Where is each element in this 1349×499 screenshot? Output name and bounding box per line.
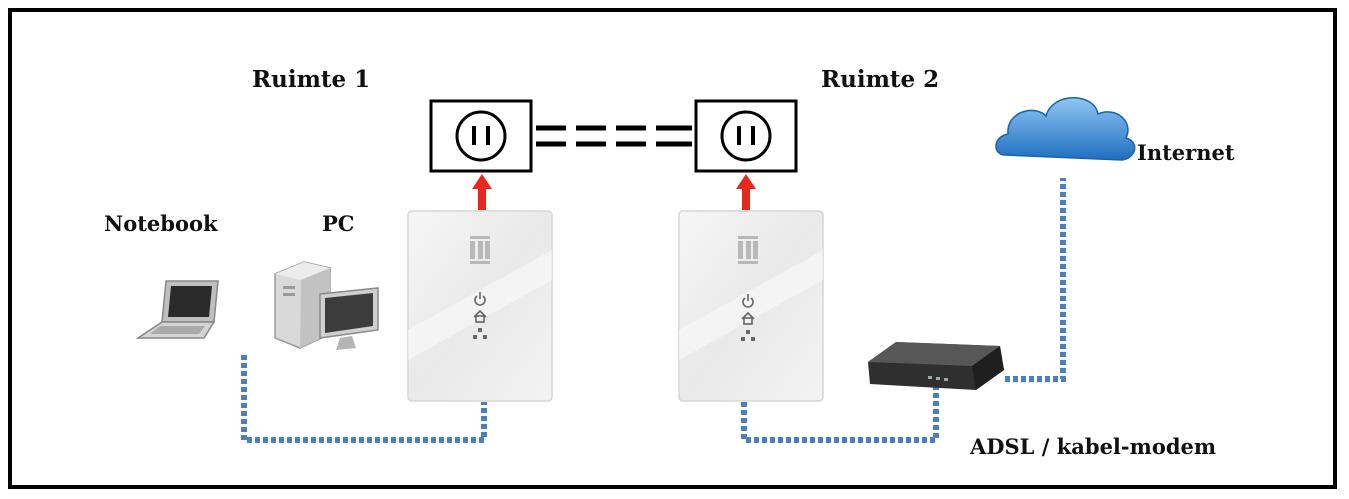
internet-label: Internet	[1137, 140, 1235, 165]
cable-modem-to-internet	[1005, 178, 1066, 382]
notebook-label: Notebook	[104, 211, 218, 236]
desktop-pc-icon	[274, 261, 379, 350]
diagram-frame	[8, 8, 1337, 489]
cable-adapter2-to-modem	[741, 380, 939, 443]
laptop-icon	[135, 280, 219, 339]
network-led-icon	[473, 328, 487, 339]
home-led-icon	[473, 309, 487, 323]
modem-label: ADSL / kabel-modem	[970, 434, 1217, 459]
power-led-icon	[742, 294, 754, 308]
cloud-icon	[995, 97, 1136, 161]
room-2-label: Ruimte 2	[821, 66, 940, 93]
cable-pc-to-adapter1	[241, 355, 487, 443]
room-1-label: Ruimte 1	[252, 66, 371, 93]
arrow-up-icon	[472, 174, 492, 210]
powerline-adapter-icon	[678, 210, 824, 402]
powerline-adapter-icon	[407, 210, 553, 402]
pc-label: PC	[322, 211, 355, 236]
power-outlet-icon	[429, 99, 533, 173]
network-led-icon	[741, 330, 755, 341]
modem-icon	[868, 342, 1004, 390]
powerline-link	[536, 125, 692, 147]
power-outlet-icon	[694, 99, 798, 173]
home-led-icon	[741, 311, 755, 325]
power-led-icon	[474, 292, 486, 306]
arrow-up-icon	[736, 174, 756, 210]
